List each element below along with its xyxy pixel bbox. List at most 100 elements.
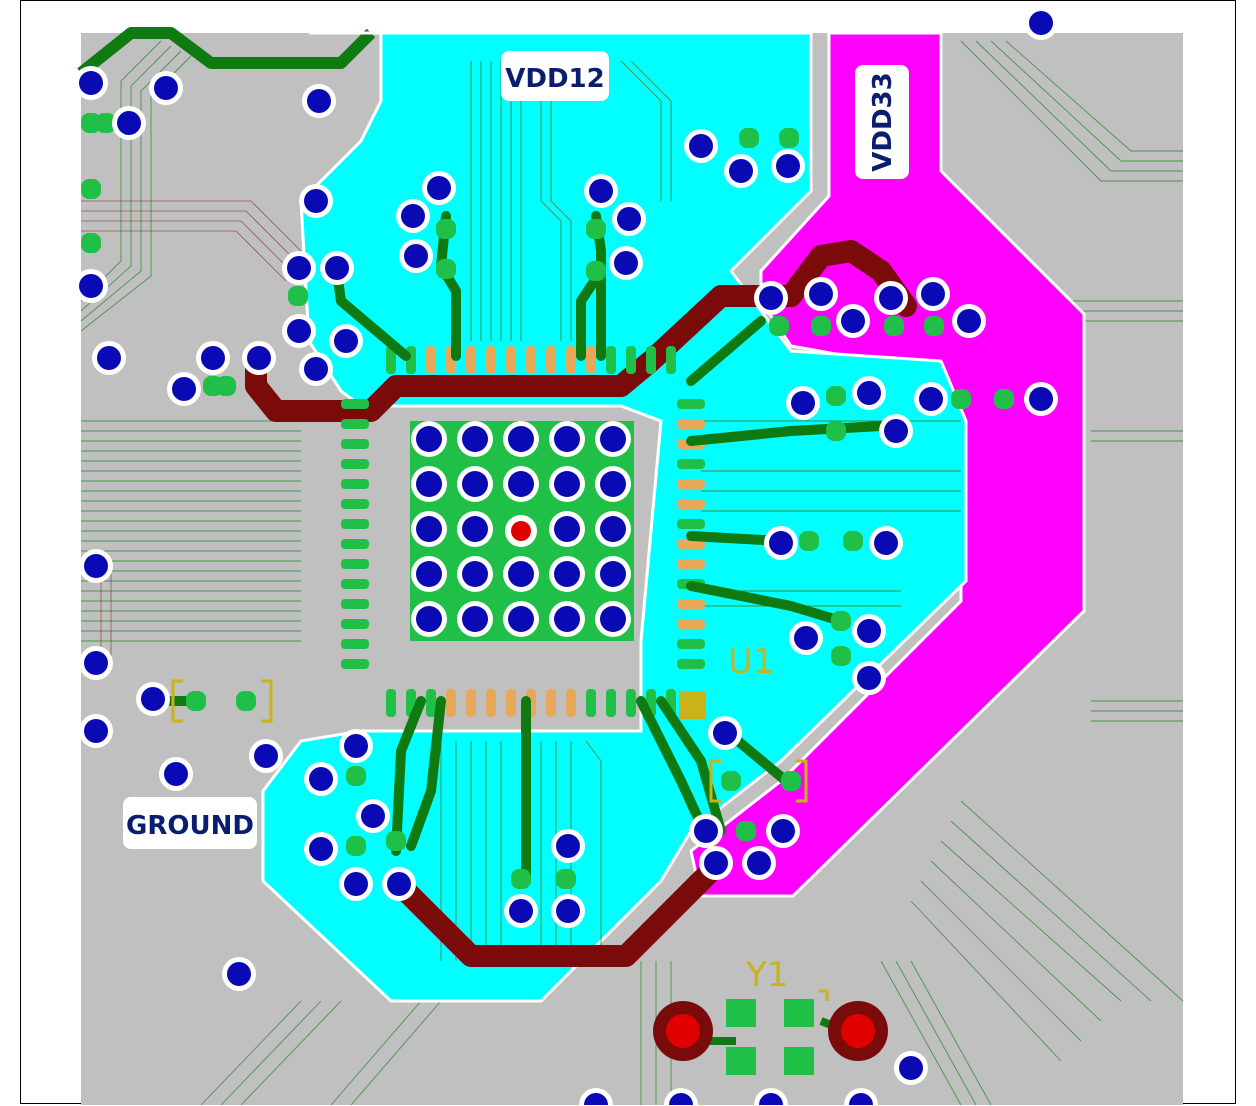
via-drill (462, 516, 488, 542)
cap-pad (924, 316, 944, 336)
qfn-pin-left (341, 639, 369, 649)
qfn-pin-top (586, 346, 596, 374)
via-drill (416, 606, 442, 632)
via (579, 1088, 613, 1105)
via-drill (554, 471, 580, 497)
via (664, 1088, 698, 1105)
qfn-pin-bottom (546, 689, 556, 717)
y1-pad-4 (784, 1047, 814, 1075)
qfn-pin-right (677, 519, 705, 529)
via-drill (508, 471, 534, 497)
qfn-pin-left (341, 459, 369, 469)
qfn-pin-top (626, 346, 636, 374)
via-drill (84, 554, 108, 578)
via-drill (957, 309, 981, 333)
cap-pad (994, 389, 1014, 409)
via-drill (729, 159, 753, 183)
via-drill (164, 762, 188, 786)
qfn-pin-left (341, 419, 369, 429)
via-drill (884, 419, 908, 443)
via (869, 526, 903, 560)
y1-pad-1 (726, 999, 756, 1027)
qfn-pin-top (486, 346, 496, 374)
qfn-pin-left (341, 519, 369, 529)
qfn-pin-top (426, 346, 436, 374)
via (1024, 382, 1058, 416)
via-drill (1029, 11, 1053, 35)
via (503, 556, 539, 592)
cap-pad (81, 113, 101, 133)
qfn-pin-left (341, 659, 369, 669)
via-drill (771, 819, 795, 843)
qfn-pin-left (341, 599, 369, 609)
via-drill (554, 606, 580, 632)
u1-label: U1 (728, 642, 775, 682)
via-drill (509, 899, 533, 923)
via-drill (309, 837, 333, 861)
via (503, 601, 539, 637)
via (595, 466, 631, 502)
qfn-pin-left (341, 439, 369, 449)
via-drill (600, 606, 626, 632)
via (764, 526, 798, 560)
qfn-pin-top (666, 346, 676, 374)
via (382, 867, 416, 901)
ground-label: GROUND (126, 811, 254, 841)
via-drill (704, 851, 728, 875)
via (595, 421, 631, 457)
via (689, 814, 723, 848)
qfn-pin-left (341, 539, 369, 549)
via-drill (584, 1093, 608, 1105)
via-drill (689, 134, 713, 158)
via-drill (921, 282, 945, 306)
y1-pad-3 (726, 1047, 756, 1075)
via (136, 682, 170, 716)
via (74, 66, 108, 100)
via (457, 511, 493, 547)
via-drill (344, 734, 368, 758)
thick-trace-bottom (390, 855, 727, 967)
via (411, 556, 447, 592)
via (282, 314, 316, 348)
via (457, 421, 493, 457)
vdd33-label: VDD33 (868, 72, 898, 171)
pcb-layout: U1 Y1 VDD12 VDD33 GROUND (74, 6, 1184, 1105)
cap-pad (186, 691, 206, 711)
via (1024, 6, 1058, 40)
via-drill (84, 719, 108, 743)
via-drill (879, 286, 903, 310)
via (167, 372, 201, 406)
via (914, 382, 948, 416)
ground-label-box: GROUND (123, 797, 257, 849)
via-drill (791, 391, 815, 415)
via-drill (759, 286, 783, 310)
vdd33-label-box: VDD33 (855, 65, 909, 179)
qfn-pin-right (677, 419, 705, 429)
via-drill (287, 256, 311, 280)
qfn-pin-left (341, 619, 369, 629)
via (754, 1088, 788, 1105)
cap-pad (386, 831, 406, 851)
via (879, 414, 913, 448)
cap-pad (346, 836, 366, 856)
cap-pad (346, 766, 366, 786)
via (584, 174, 618, 208)
via (549, 466, 585, 502)
via (159, 757, 193, 791)
qfn-pin-bottom (606, 689, 616, 717)
via (766, 814, 800, 848)
via (320, 251, 354, 285)
via (457, 601, 493, 637)
cap-pad (781, 771, 801, 791)
qfn-pin-top (546, 346, 556, 374)
via-drill (462, 471, 488, 497)
via-drill (309, 767, 333, 791)
via-drill (857, 619, 881, 643)
via (952, 304, 986, 338)
via-drill (227, 962, 251, 986)
via (742, 846, 776, 880)
via (222, 957, 256, 991)
via (503, 466, 539, 502)
cap-pad (556, 869, 576, 889)
qfn-pin-bottom (506, 689, 516, 717)
